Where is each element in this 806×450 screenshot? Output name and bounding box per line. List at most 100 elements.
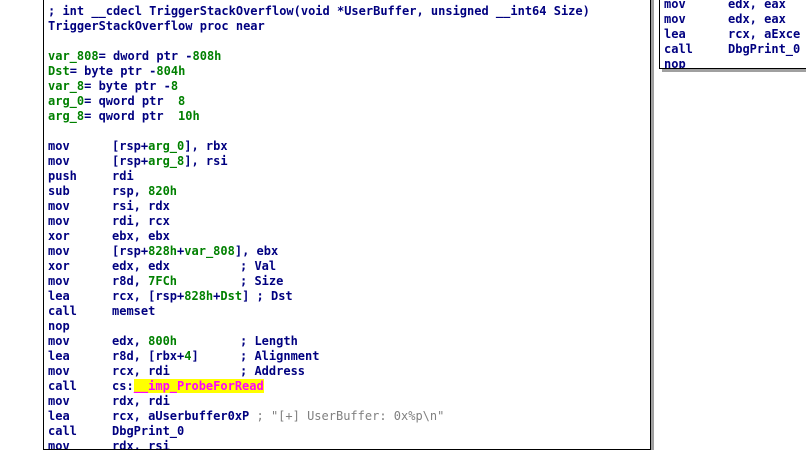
- code-token: +: [213, 289, 221, 303]
- code-token: edx, eax: [728, 12, 786, 26]
- mnemonic: mov: [48, 439, 70, 450]
- code-token: r8d, [rbx+: [112, 349, 185, 363]
- symbol-token[interactable]: Dst: [48, 64, 70, 78]
- operands: edx, edx: [112, 259, 170, 274]
- code-line[interactable]: Dst= byte ptr -804h: [48, 64, 590, 79]
- operands: rcx, [rsp+828h+Dst] ; Dst: [112, 289, 293, 304]
- mnemonic: lea: [48, 409, 70, 423]
- code-token: = byte ptr -: [84, 79, 171, 93]
- symbol-token[interactable]: arg_8: [48, 109, 85, 123]
- mnemonic: mov: [48, 139, 70, 153]
- instruction-line[interactable]: lea rcx, aUserbuffer0xP ; "[+] UserBuffer…: [48, 409, 590, 424]
- operands: rdx, rdi: [112, 394, 170, 409]
- mnemonic: mov: [48, 334, 70, 348]
- operands: DbgPrint_0: [112, 424, 184, 439]
- operands: rdx, rsi: [112, 439, 170, 450]
- comment: ; Val: [240, 259, 277, 273]
- blank-line: [48, 124, 590, 139]
- mnemonic: mov: [48, 394, 70, 408]
- code-line[interactable]: ; int __cdecl TriggerStackOverflow(void …: [48, 4, 590, 19]
- code-token: ]: [242, 289, 257, 303]
- code-token: rcx, rdi: [112, 364, 170, 378]
- instruction-line[interactable]: mov rdx, rsi: [48, 439, 590, 450]
- code-line[interactable]: arg_0= qword ptr 8: [48, 94, 590, 109]
- operands: memset: [112, 304, 155, 319]
- instruction-line[interactable]: nop: [48, 319, 590, 334]
- instruction-line[interactable]: mov rdx, rdi: [48, 394, 590, 409]
- code-token: TriggerStackOverflow proc near: [48, 19, 265, 33]
- code-token: ; int __cdecl TriggerStackOverflow(void …: [48, 4, 590, 18]
- instruction-line[interactable]: xor edx, edx ; Val: [48, 259, 590, 274]
- code-line[interactable]: arg_8= qword ptr 10h: [48, 109, 590, 124]
- mnemonic: lea: [48, 349, 70, 363]
- code-token: edx,: [112, 334, 149, 348]
- instruction-line[interactable]: mov [rsp+arg_0], rbx: [48, 139, 590, 154]
- code-token: rcx, aUserbuffer0xP: [112, 409, 257, 423]
- mnemonic: xor: [48, 259, 70, 273]
- operands: edx, eax: [728, 0, 786, 12]
- graph-node-trigger-stack-overflow[interactable]: ; int __cdecl TriggerStackOverflow(void …: [43, 0, 651, 450]
- code-token: +: [177, 244, 185, 258]
- number-token: 8: [178, 94, 186, 108]
- instruction-line[interactable]: lea r8d, [rbx+4] ; Alignment: [48, 349, 590, 364]
- number-token: 808h: [192, 49, 222, 63]
- instruction-line[interactable]: lea rcx, [rsp+828h+Dst] ; Dst: [48, 289, 590, 304]
- symbol-token[interactable]: arg_8: [148, 154, 185, 168]
- instruction-line[interactable]: push rdi: [48, 169, 590, 184]
- code-token: rdi: [112, 169, 134, 183]
- mnemonic: lea: [48, 289, 70, 303]
- instruction-line[interactable]: xor ebx, ebx: [48, 229, 590, 244]
- number-token: 828h: [184, 289, 214, 303]
- number-token: 10h: [178, 109, 200, 123]
- operands: rsi, rdx: [112, 199, 170, 214]
- code-token: cs:: [112, 379, 134, 393]
- code-token: ebx, ebx: [112, 229, 170, 243]
- code-token: DbgPrint_0: [728, 42, 801, 56]
- code-token: = byte ptr -: [69, 64, 157, 78]
- mnemonic: mov: [48, 199, 70, 213]
- symbol-token[interactable]: arg_0: [148, 139, 185, 153]
- operands: [rsp+arg_0], rbx: [112, 139, 228, 154]
- comment: ; Size: [240, 274, 284, 288]
- number-token: 4: [184, 349, 192, 363]
- code-line[interactable]: TriggerStackOverflow proc near: [48, 19, 590, 34]
- mnemonic: mov: [664, 0, 686, 11]
- instruction-line[interactable]: mov rsi, rdx: [48, 199, 590, 214]
- symbol-token[interactable]: arg_0: [48, 94, 85, 108]
- symbol-token[interactable]: Dst: [220, 289, 243, 303]
- mnemonic: nop: [48, 319, 70, 333]
- operands: rsp, 820h: [112, 184, 177, 199]
- code-line[interactable]: var_8= byte ptr -8: [48, 79, 590, 94]
- mnemonic: nop: [664, 57, 686, 69]
- operands: edx, eax: [728, 12, 786, 27]
- instruction-line[interactable]: mov[rsp+arg_8], rsi: [48, 154, 590, 169]
- symbol-token[interactable]: var_8: [48, 79, 85, 93]
- code-token: rcx, [rsp+: [112, 289, 185, 303]
- code-token: rdx, rsi: [112, 439, 170, 450]
- code-token: r8d,: [112, 274, 149, 288]
- import-symbol-highlighted[interactable]: __imp_ProbeForRead: [133, 379, 264, 393]
- code-line[interactable]: var_808= dword ptr -808h: [48, 49, 590, 64]
- code-token: ], rsi: [184, 154, 228, 168]
- code-token: rdx, rdi: [112, 394, 170, 408]
- comment: ; Alignment: [240, 349, 320, 363]
- string-comment: ; "[+] UserBuffer: 0x%p\n": [256, 409, 445, 423]
- mnemonic: xor: [48, 229, 70, 243]
- instruction-line[interactable]: mov[rsp+828h+var_808], ebx: [48, 244, 590, 259]
- code-token: DbgPrint_0: [112, 424, 185, 438]
- operands: rdi: [112, 169, 134, 184]
- symbol-token[interactable]: var_808: [48, 49, 99, 63]
- code-token: ]: [191, 349, 199, 363]
- mnemonic: push: [48, 169, 77, 183]
- symbol-token[interactable]: var_808: [184, 244, 235, 258]
- disassembly-listing: ; int __cdecl TriggerStackOverflow(void …: [48, 4, 590, 450]
